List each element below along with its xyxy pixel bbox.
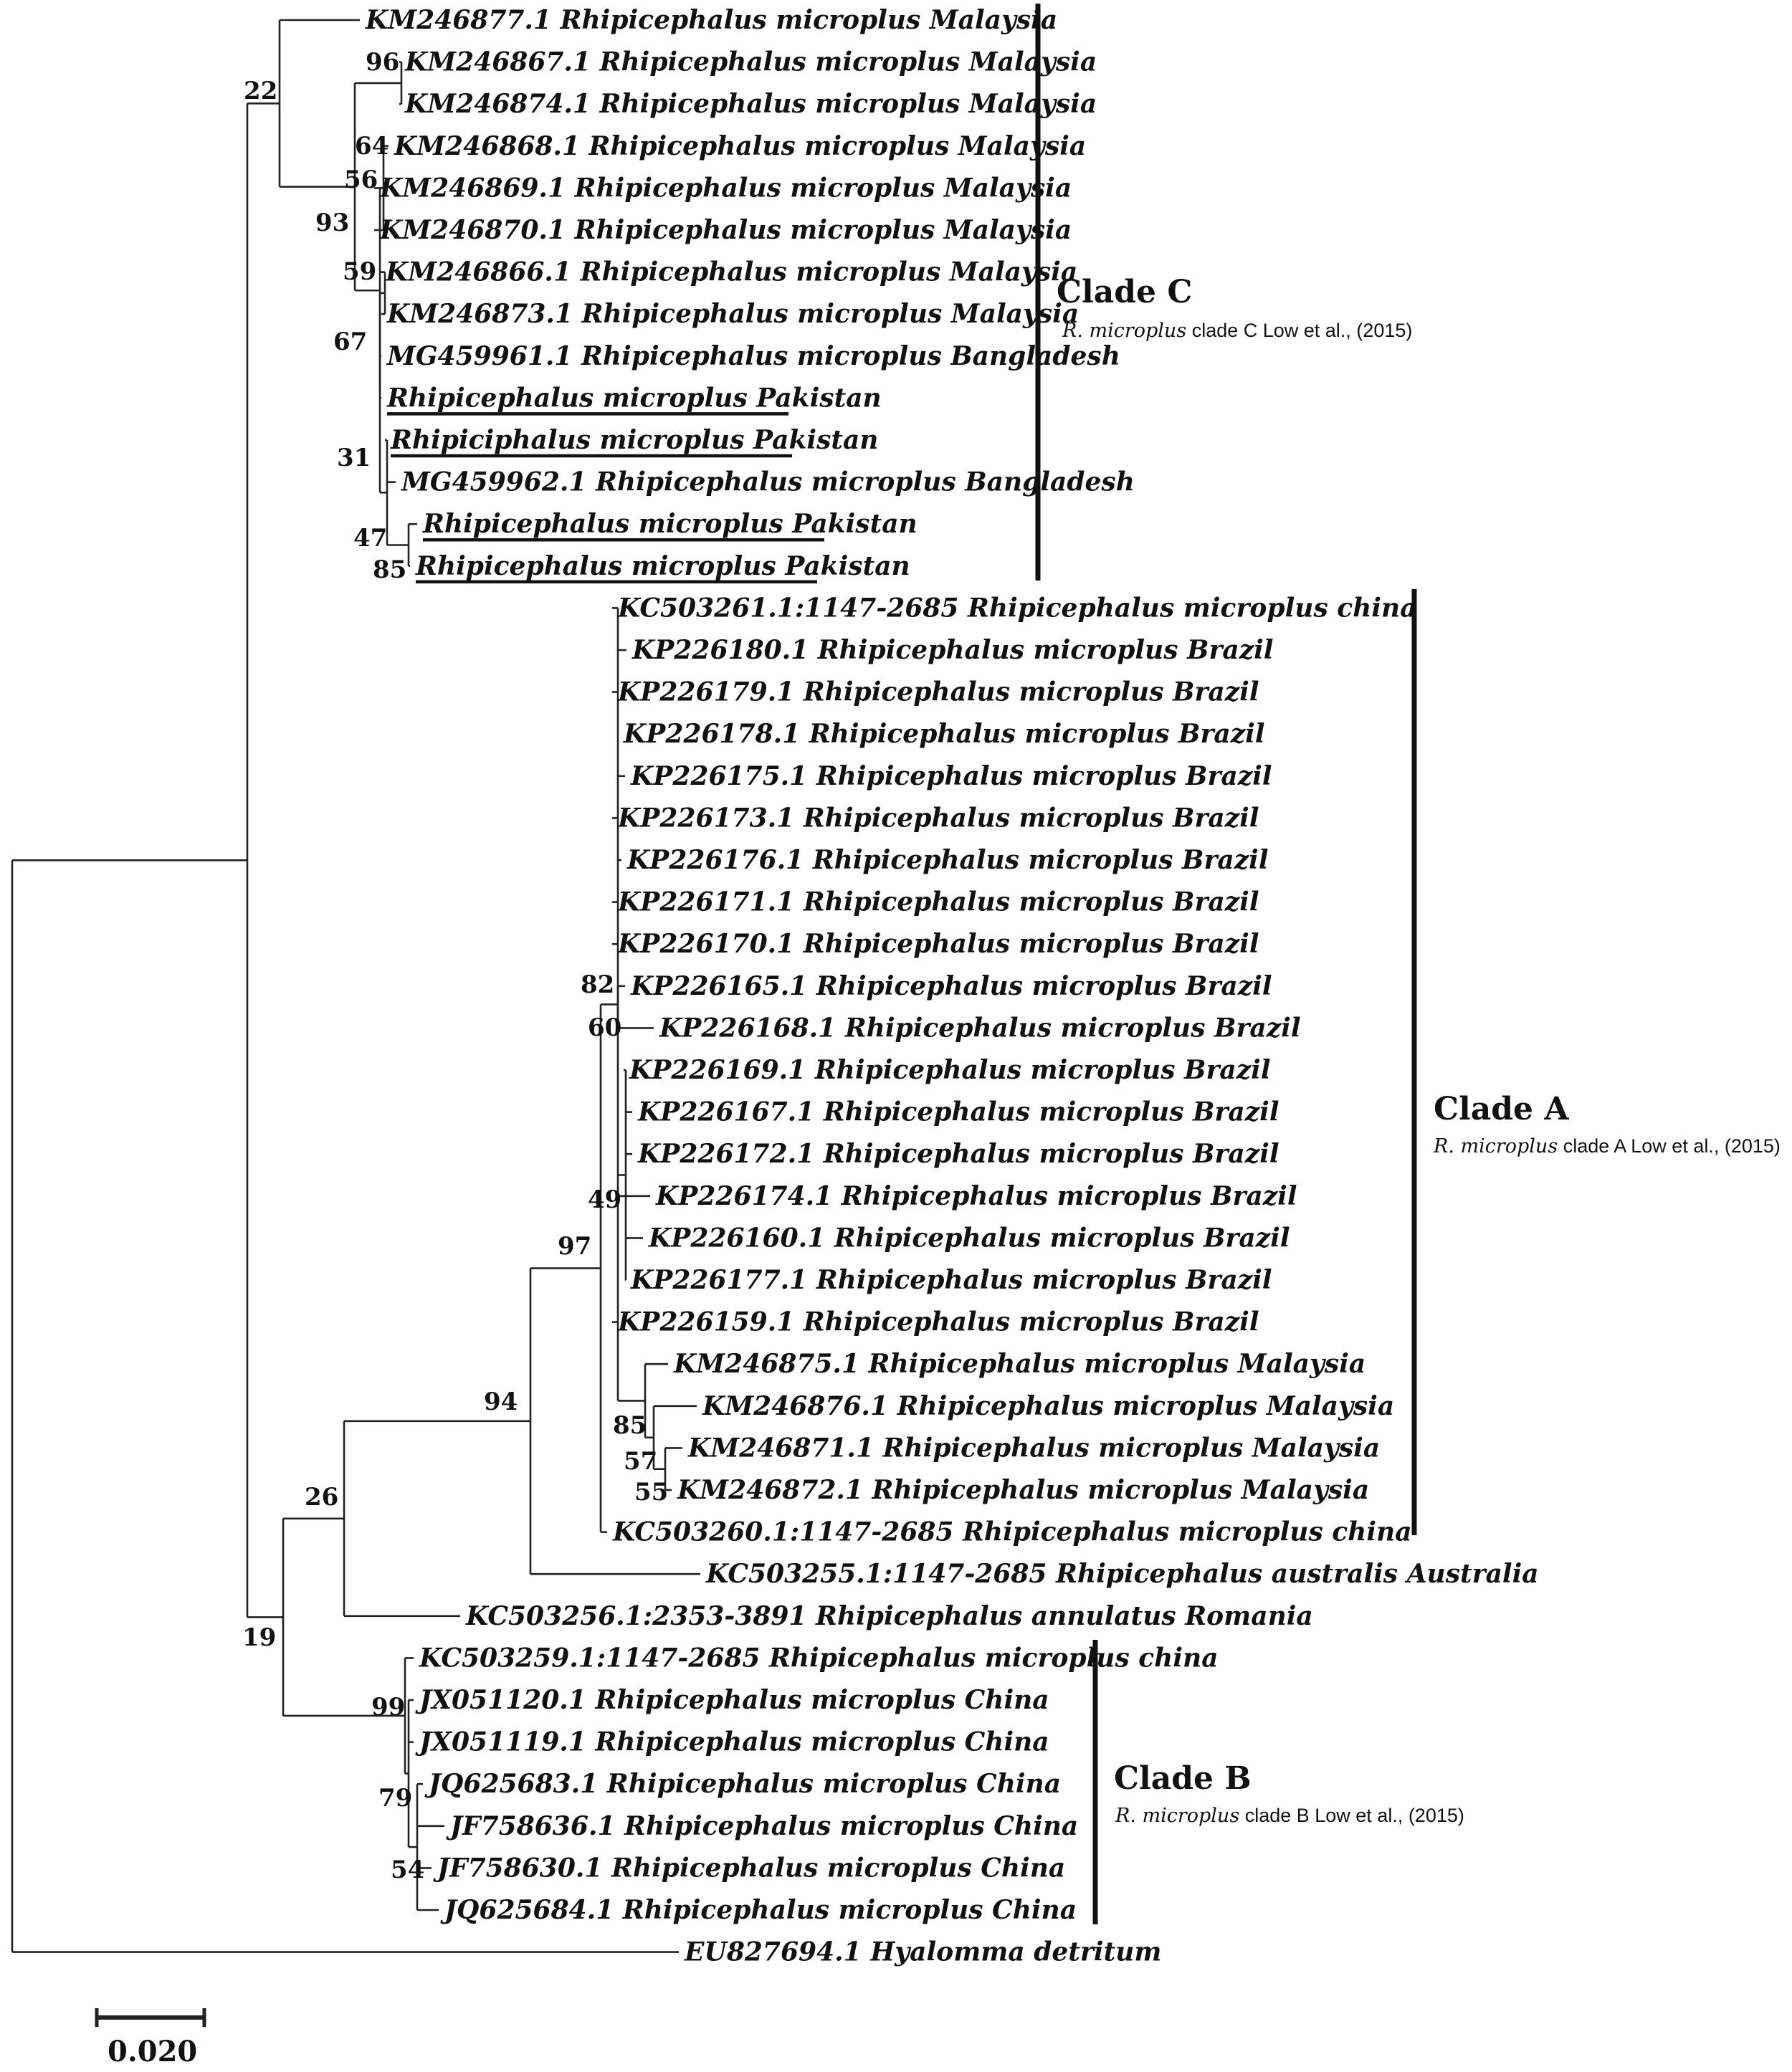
- tip-label: Rhipicephalus microplus Pakistan: [386, 383, 882, 413]
- clade-c-species: R. microplus: [1062, 320, 1186, 342]
- tip-label: KM246866.1 Rhipicephalus microplus Malay…: [385, 257, 1077, 287]
- tip-label: KP226174.1 Rhipicephalus microplus Brazi…: [655, 1181, 1297, 1211]
- tip-label: Rhipicephalus microplus Pakistan: [415, 551, 910, 581]
- tip-label: JF758636.1 Rhipicephalus microplus China: [446, 1811, 1078, 1841]
- clade-b-group: Clade B R. microplus clade B Low et al.,…: [1092, 1640, 1464, 1924]
- bootstrap-value: 85: [613, 1411, 647, 1440]
- tip-label: KM246873.1 Rhipicephalus microplus Malay…: [386, 299, 1079, 329]
- clade-c-label: Clade C: [1057, 274, 1192, 310]
- tip-label: KM246875.1 Rhipicephalus microplus Malay…: [673, 1349, 1366, 1379]
- clade-a-group: Clade A R. microplus clade A Low et al.,…: [1411, 589, 1781, 1535]
- bootstrap-value: 49: [588, 1185, 621, 1214]
- bootstrap-value: 22: [244, 77, 277, 105]
- tip-label: JF758630.1 Rhipicephalus microplus China: [433, 1853, 1065, 1883]
- tip-labels: KM246877.1 Rhipicephalus microplus Malay…: [365, 5, 1539, 1967]
- bootstrap-value: 56: [344, 166, 378, 194]
- tip-label: Rhipiciphalus microplus Pakistan: [390, 425, 878, 455]
- bootstrap-value: 85: [373, 555, 406, 584]
- tip-label: KP226160.1 Rhipicephalus microplus Brazi…: [648, 1223, 1290, 1253]
- bootstrap-value: 57: [624, 1447, 657, 1476]
- bootstrap-value: 55: [634, 1478, 668, 1507]
- bootstrap-value: 96: [366, 48, 399, 77]
- scale-bar: 0.020: [95, 2008, 206, 2068]
- bootstrap-value: 47: [353, 524, 387, 553]
- tip-label: KP226177.1 Rhipicephalus microplus Brazi…: [630, 1265, 1272, 1295]
- tip-label: KP226171.1 Rhipicephalus microplus Brazi…: [617, 887, 1259, 917]
- tip-label: KP226159.1 Rhipicephalus microplus Brazi…: [617, 1307, 1259, 1337]
- tip-label: KP226179.1 Rhipicephalus microplus Brazi…: [617, 677, 1259, 707]
- tip-label: KC503256.1:2353-3891 Rhipicephalus annul…: [465, 1601, 1313, 1631]
- bootstrap-value: 19: [242, 1623, 276, 1652]
- clade-a-citation: R. microplus clade A Low et al., (2015): [1433, 1135, 1781, 1157]
- tip-label: KM246877.1 Rhipicephalus microplus Malay…: [365, 5, 1057, 35]
- bootstrap-value: 82: [581, 970, 614, 999]
- tip-label: KP226169.1 Rhipicephalus microplus Brazi…: [629, 1055, 1271, 1085]
- clade-b-label: Clade B: [1114, 1760, 1252, 1797]
- tip-label: JX051120.1 Rhipicephalus microplus China: [415, 1685, 1049, 1715]
- tip-label: KP226176.1 Rhipicephalus microplus Brazi…: [626, 845, 1269, 875]
- tip-label: KP226168.1 Rhipicephalus microplus Brazi…: [659, 1013, 1301, 1043]
- clade-b-note: clade B Low et al., (2015): [1239, 1805, 1464, 1826]
- tip-label: KP226178.1 Rhipicephalus microplus Brazi…: [623, 719, 1265, 749]
- tip-label: EU827694.1 Hyalomma detritum: [684, 1937, 1161, 1967]
- tip-label: KC503255.1:1147-2685 Rhipicephalus austr…: [705, 1559, 1539, 1589]
- tip-label: KM246871.1 Rhipicephalus microplus Malay…: [687, 1433, 1380, 1463]
- tip-label: KP226170.1 Rhipicephalus microplus Brazi…: [617, 929, 1259, 959]
- tip-label: MG459962.1 Rhipicephalus microplus Bangl…: [400, 467, 1135, 497]
- clade-b-citation: R. microplus clade B Low et al., (2015): [1115, 1805, 1464, 1827]
- tip-label: KP226167.1 Rhipicephalus microplus Brazi…: [637, 1097, 1279, 1127]
- bootstrap-value: 26: [305, 1483, 338, 1512]
- bootstrap-value: 54: [391, 1856, 424, 1884]
- tip-label: KC503260.1:1147-2685 Rhipicephalus micro…: [612, 1517, 1412, 1547]
- tip-label: KM246867.1 Rhipicephalus microplus Malay…: [404, 47, 1097, 77]
- bootstrap-value: 97: [558, 1232, 591, 1261]
- tip-label: KM246876.1 Rhipicephalus microplus Malay…: [702, 1391, 1394, 1421]
- clade-c-group: Clade C R. microplus clade C Low et al.,…: [1035, 4, 1412, 581]
- clade-a-label: Clade A: [1434, 1091, 1569, 1127]
- tip-label: JX051119.1 Rhipicephalus microplus China: [415, 1727, 1049, 1757]
- tip-label: KM246868.1 Rhipicephalus microplus Malay…: [394, 131, 1086, 161]
- bootstrap-value: 94: [484, 1388, 518, 1416]
- bootstrap-value: 93: [315, 209, 349, 237]
- tip-label: JQ625684.1 Rhipicephalus microplus China: [440, 1895, 1077, 1925]
- bootstrap-values: 2296645693596731478582604997948557552619…: [242, 48, 668, 1884]
- bootstrap-value: 99: [371, 1693, 405, 1722]
- tip-label: KM246869.1 Rhipicephalus microplus Malay…: [379, 173, 1072, 203]
- bootstrap-value: 79: [378, 1784, 412, 1813]
- tip-label: KP226173.1 Rhipicephalus microplus Brazi…: [617, 803, 1259, 833]
- tip-label: KP226172.1 Rhipicephalus microplus Brazi…: [637, 1139, 1279, 1169]
- bootstrap-value: 67: [333, 328, 367, 356]
- bootstrap-value: 64: [355, 132, 389, 161]
- clade-a-note: clade A Low et al., (2015): [1558, 1135, 1781, 1157]
- scale-bar-label: 0.020: [108, 2035, 197, 2068]
- tip-label: KP226165.1 Rhipicephalus microplus Brazi…: [630, 971, 1272, 1001]
- tip-label: KP226175.1 Rhipicephalus microplus Brazi…: [630, 761, 1272, 791]
- tip-label: KC503261.1:1147-2685 Rhipicephalus micro…: [617, 593, 1417, 623]
- tip-label: KM246870.1 Rhipicephalus microplus Malay…: [379, 215, 1072, 245]
- tip-label: KM246874.1 Rhipicephalus microplus Malay…: [404, 89, 1097, 119]
- clade-b-species: R. microplus: [1115, 1805, 1239, 1827]
- tip-label: KC503259.1:1147-2685 Rhipicephalus micro…: [419, 1643, 1219, 1673]
- clade-c-citation: R. microplus clade C Low et al., (2015): [1062, 320, 1412, 342]
- bootstrap-value: 31: [337, 444, 371, 472]
- clade-a-species: R. microplus: [1433, 1135, 1558, 1157]
- tip-label: KP226180.1 Rhipicephalus microplus Brazi…: [632, 635, 1274, 665]
- tip-label: JQ625683.1 Rhipicephalus microplus China: [424, 1769, 1061, 1799]
- tree-branches: [11, 19, 700, 1953]
- clade-c-note: clade C Low et al., (2015): [1186, 320, 1412, 341]
- tip-label: MG459961.1 Rhipicephalus microplus Bangl…: [386, 341, 1120, 371]
- bootstrap-value: 59: [343, 257, 376, 286]
- tip-label: KM246872.1 Rhipicephalus microplus Malay…: [677, 1475, 1369, 1505]
- bootstrap-value: 60: [588, 1013, 621, 1042]
- tip-label: Rhipicephalus microplus Pakistan: [422, 509, 918, 539]
